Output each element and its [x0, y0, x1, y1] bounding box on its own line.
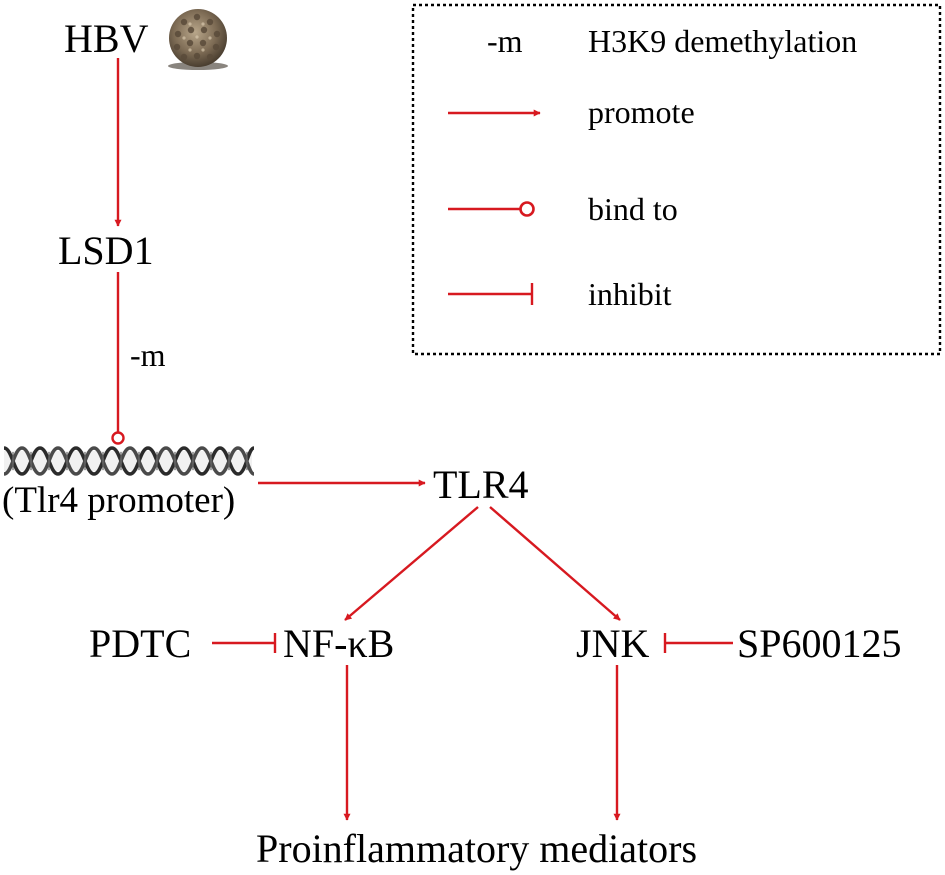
legend-label-promote: promote	[588, 94, 695, 130]
legend-label-demethylation: H3K9 demethylation	[588, 23, 857, 59]
promoter-label: (Tlr4 promoter)	[2, 480, 235, 521]
jnk-label: JNK	[576, 621, 649, 666]
hbv-label: HBV	[64, 16, 149, 61]
pdtc-label: PDTC	[89, 621, 191, 666]
sp600125-label: SP600125	[737, 621, 902, 666]
bind-circle-icon	[111, 431, 125, 445]
legend-box: -m H3K9 demethylation promote bind to in…	[411, 3, 942, 356]
virus-particle-icon	[168, 9, 228, 70]
lsd1-label: LSD1	[58, 228, 154, 273]
mediators-label: Proinflammatory mediators	[256, 826, 697, 871]
nfkb-label: NF-κB	[283, 621, 394, 666]
demethylation-mark: -m	[130, 337, 166, 373]
dna-double-helix-icon	[3, 446, 255, 476]
legend-circle-end-icon	[448, 201, 535, 217]
edge-tlr4-to-nfkb	[344, 506, 479, 621]
legend-label-bind: bind to	[588, 191, 678, 227]
legend-bar-end-icon	[448, 283, 534, 305]
legend-label-inhibit: inhibit	[588, 276, 672, 312]
edge-tlr4-to-jnk	[489, 506, 621, 621]
tlr4-label: TLR4	[433, 462, 529, 507]
legend-symbol-demethylation: -m	[487, 23, 523, 59]
